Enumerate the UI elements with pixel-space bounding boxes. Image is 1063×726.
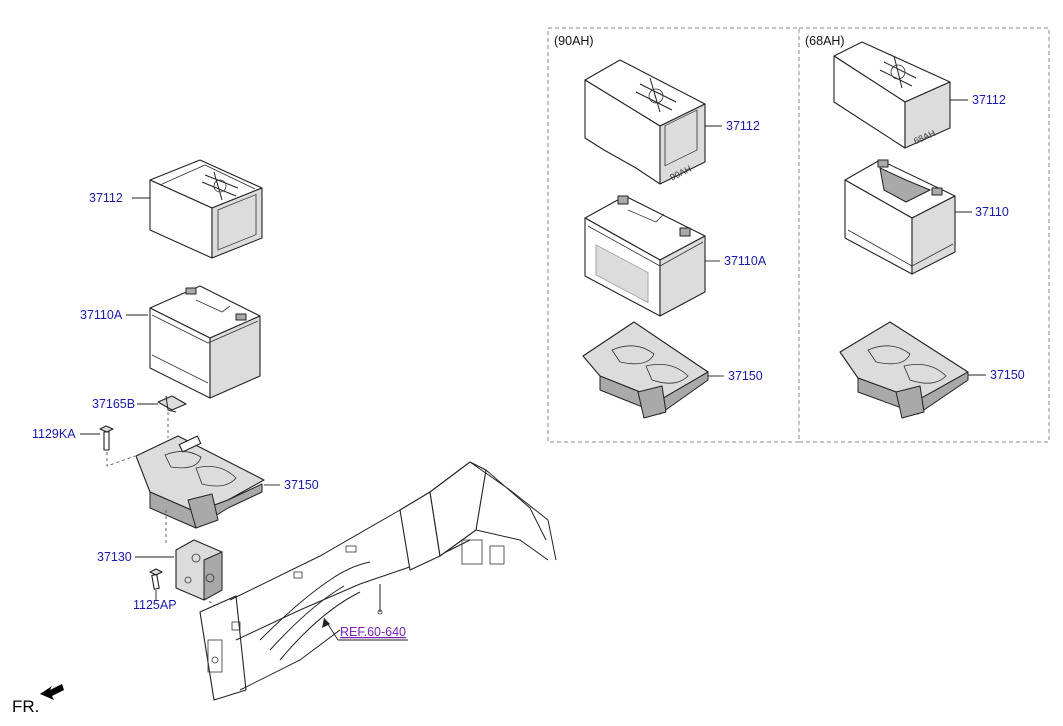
variant-header-68ah: (68AH) (805, 34, 845, 48)
label-v90-cover: 37112 (726, 119, 760, 133)
v90-tray (582, 321, 709, 419)
fr-label: FR. (12, 697, 39, 716)
label-main-tray: 37150 (284, 478, 319, 492)
label-v68-battery: 37110 (975, 205, 1009, 219)
body-frame-structure (199, 461, 557, 701)
label-v90-battery: 37110A (724, 254, 767, 268)
v68-battery-cover: 68AH (833, 41, 951, 149)
label-main-bracket-bolt: 1125AP (133, 598, 177, 612)
label-main-bolt: 1129KA (32, 427, 76, 441)
front-direction-indicator: FR. (12, 684, 64, 716)
v68-tray (839, 321, 969, 419)
variant-header-90ah: (90AH) (554, 34, 594, 48)
label-main-cover: 37112 (89, 191, 123, 205)
label-main-battery: 37110A (80, 308, 123, 322)
v90-battery (584, 195, 706, 317)
label-v68-cover: 37112 (972, 93, 1006, 107)
main-bracket (175, 539, 223, 601)
main-bolt (99, 425, 114, 451)
ref-link-60-640[interactable]: REF.60-640 (340, 625, 406, 639)
main-clamp (157, 395, 187, 413)
variant-box-68ah: (68AH) (798, 27, 1050, 443)
main-battery-cover (149, 159, 263, 259)
main-bracket-bolt (149, 568, 163, 590)
label-v68-tray: 37150 (990, 368, 1025, 382)
label-main-clamp: 37165B (92, 397, 135, 411)
v90-battery-cover: 90AH (584, 59, 706, 185)
v68-battery (844, 159, 956, 275)
label-main-bracket: 37130 (97, 550, 132, 564)
main-tray (135, 435, 265, 529)
label-v90-tray: 37150 (728, 369, 763, 383)
main-battery (149, 285, 261, 399)
front-arrow-icon (40, 684, 64, 700)
